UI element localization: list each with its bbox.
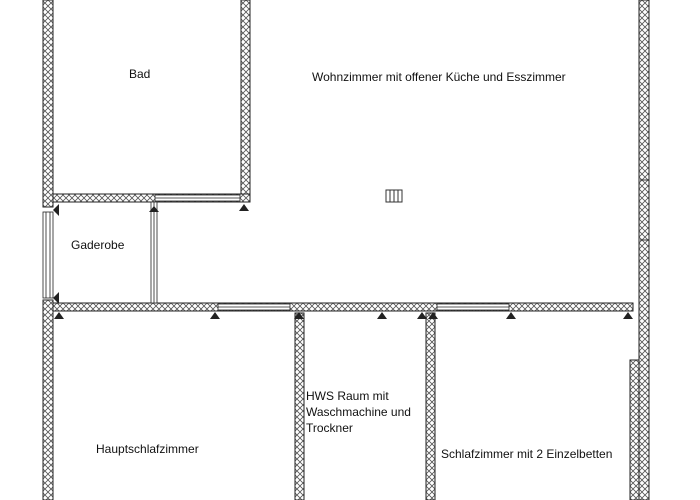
wall-left-lower [42, 299, 54, 500]
hws-line-2: Waschmachine und [306, 405, 411, 419]
hws-line-1: HWS Raum mit [306, 389, 389, 403]
wall-right [638, 0, 650, 500]
hws-line-3: Trockner [306, 421, 353, 435]
markers [53, 204, 633, 319]
window-left-garderobe [42, 211, 54, 299]
room-label-gaderobe: Gaderobe [71, 238, 125, 252]
details [385, 179, 648, 241]
room-label-hauptschlafzimmer: Hauptschlafzimmer [96, 442, 199, 456]
wall-left-upper [42, 0, 54, 208]
room-label-bad: Bad [129, 67, 151, 81]
wall-right-inner-lower [629, 359, 640, 500]
room-label-wohnzimmer: Wohnzimmer mit offener Küche und Esszimm… [312, 70, 566, 84]
walls [42, 0, 650, 500]
wall-bad-right [240, 0, 251, 198]
room-label-hws: HWS Raum mit Waschmachine und Trockner [306, 388, 411, 436]
room-label-schlafzimmer2: Schlafzimmer mit 2 Einzelbetten [441, 447, 613, 461]
wall-middle-horizontal [52, 302, 634, 312]
openings [42, 194, 510, 311]
wall-hws-left [294, 312, 305, 500]
wall-hws-right [425, 312, 436, 500]
